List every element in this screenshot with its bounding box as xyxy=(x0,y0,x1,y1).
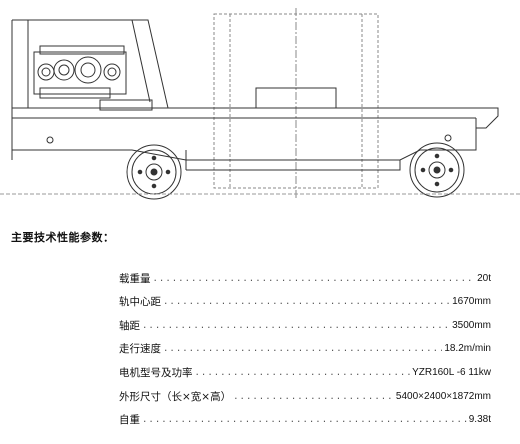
spec-value: 9.38t xyxy=(468,414,491,426)
spec-label: 载重量 xyxy=(119,272,151,285)
spec-value: 3500mm xyxy=(452,319,491,331)
platform-deck xyxy=(11,87,499,171)
spec-label: 走行速度 xyxy=(119,343,161,356)
transfer-cart-drawing xyxy=(0,8,520,200)
leader-dots: ........................................… xyxy=(163,344,443,355)
spec-row-weight: 自重 .....................................… xyxy=(119,404,491,428)
leader-dots: ........................................… xyxy=(233,391,394,402)
spec-row-load: 载重量 ....................................… xyxy=(119,262,491,286)
cabin-frame xyxy=(11,19,169,160)
section-title: 主要技术性能参数： xyxy=(11,231,115,244)
load-outline xyxy=(213,8,379,198)
spec-label: 电机型号及功率 xyxy=(119,366,193,379)
front-wheel xyxy=(126,144,182,200)
spec-value: 18.2m/min xyxy=(444,343,491,355)
spec-value: 20t xyxy=(477,272,491,284)
leader-dots: ........................................… xyxy=(142,320,451,331)
spec-row-wheelbase: 轴距 .....................................… xyxy=(119,309,491,333)
spec-label: 外形尺寸（长×宽×高） xyxy=(119,390,232,403)
spec-row-gauge: 轨中心距 ...................................… xyxy=(119,286,491,310)
spec-value: YZR160L -6 11kw xyxy=(412,366,491,378)
spec-label: 轨中心距 xyxy=(119,296,161,309)
spec-value: 1670mm xyxy=(452,296,491,308)
spec-list: 载重量 ....................................… xyxy=(119,262,491,427)
leader-dots: ........................................… xyxy=(163,297,451,308)
spec-row-dimensions: 外形尺寸（长×宽×高） ............................… xyxy=(119,380,491,404)
spec-label: 自重 xyxy=(119,414,140,427)
leader-dots: ........................................… xyxy=(152,273,476,284)
leader-dots: ........................................… xyxy=(142,415,467,426)
spec-row-motor: 电机型号及功率 ................................… xyxy=(119,356,491,380)
spec-label: 轴距 xyxy=(119,319,140,332)
spec-row-speed: 走行速度 ...................................… xyxy=(119,333,491,357)
spec-value: 5400×2400×1872mm xyxy=(395,390,491,402)
gearbox xyxy=(33,45,153,111)
leader-dots: ........................................… xyxy=(194,367,411,378)
rear-wheel xyxy=(409,142,465,198)
